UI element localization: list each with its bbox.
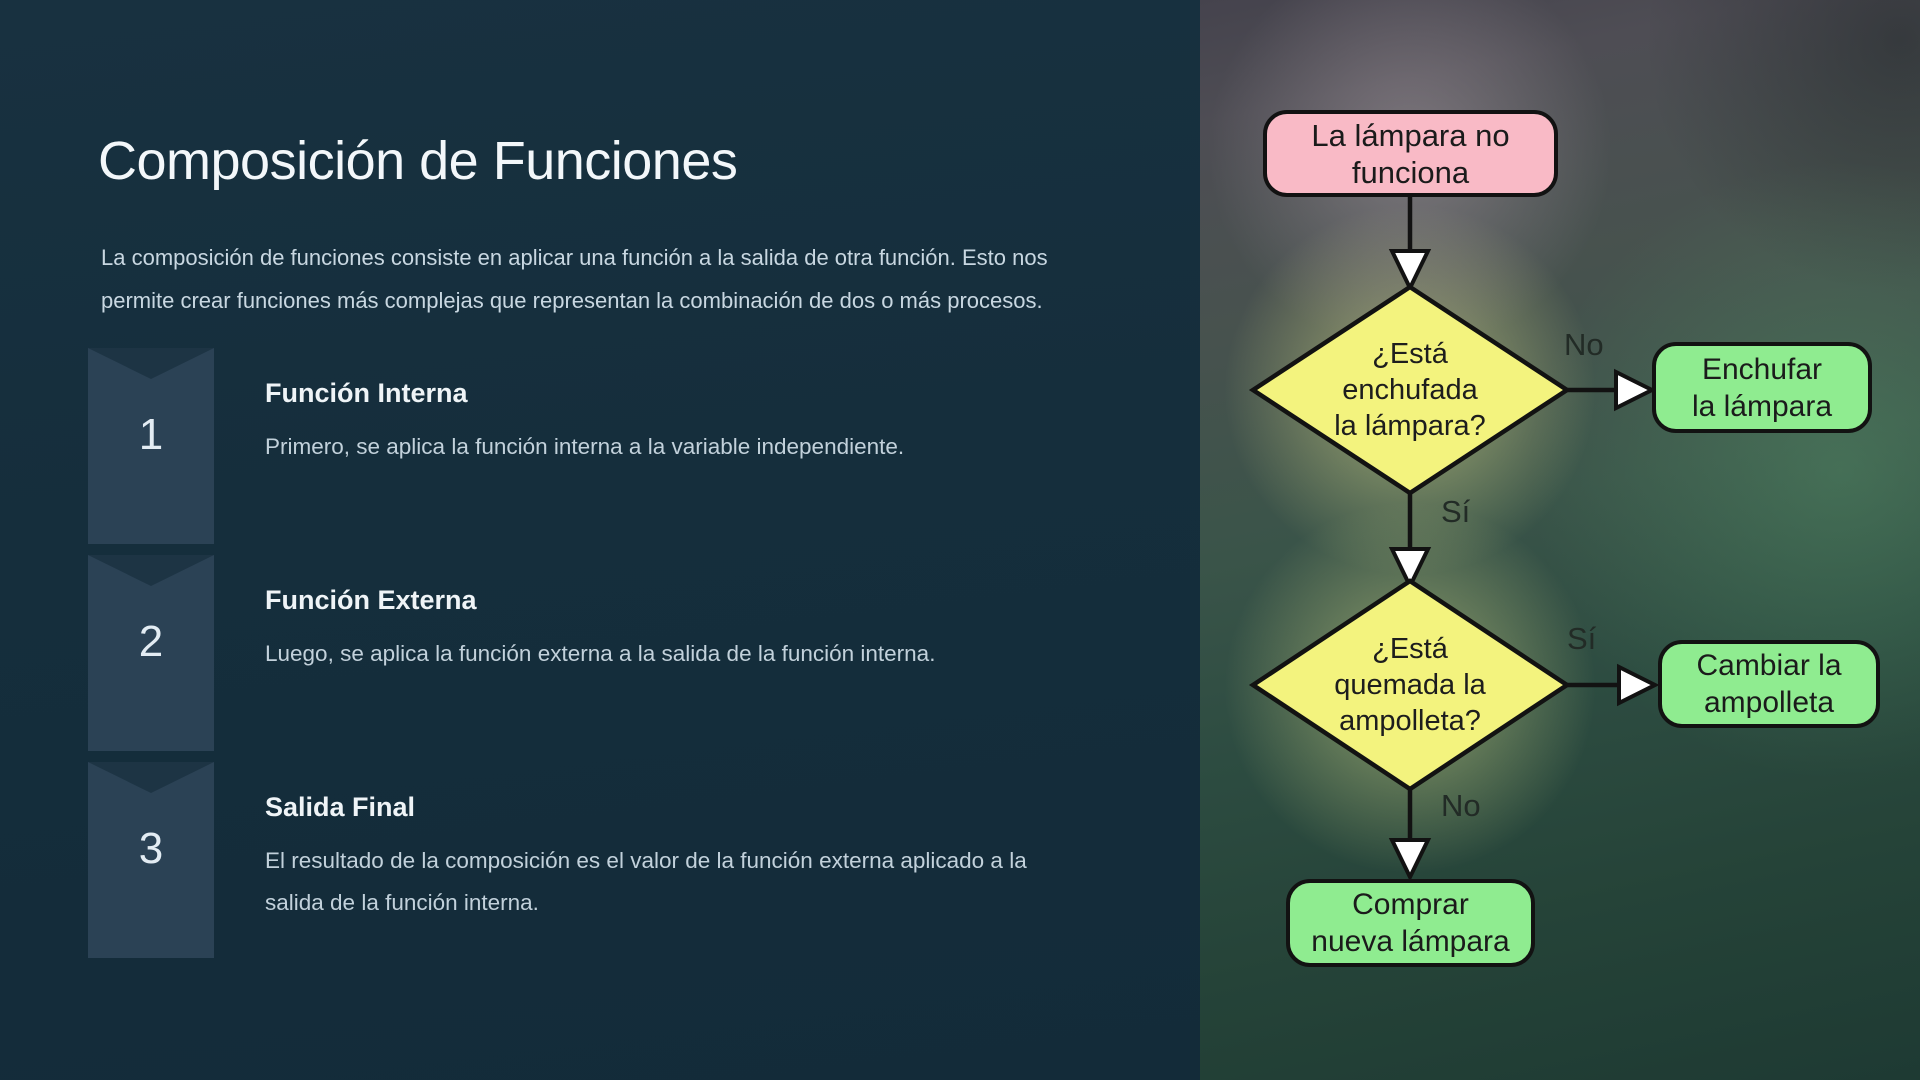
node-text-line: quemada la (1334, 669, 1486, 701)
flowchart-connectors (1248, 197, 1660, 882)
branch-label-no: No (1441, 788, 1481, 823)
node-text-line: nueva lámpara (1311, 925, 1510, 958)
step-description-line: Primero, se aplica la función interna a … (265, 434, 905, 459)
node-text-line: ampolleta (1703, 686, 1835, 719)
intro-paragraph: La composición de funciones consiste en … (101, 237, 1161, 322)
node-text-line: ampolleta? (1339, 705, 1481, 737)
decision2-text: ¿Está quemada la ampolleta? (1300, 631, 1520, 739)
flowchart-start-node: La lámpara no funciona (1263, 110, 1558, 197)
flowchart-action1-node: Enchufar la lámpara (1652, 342, 1872, 433)
node-text-line: la lámpara (1691, 389, 1833, 423)
step-number-badge: 1 (88, 348, 214, 544)
step-number: 3 (138, 824, 164, 873)
node-text-line: La lámpara no (1311, 117, 1510, 153)
step-title: Función Externa (265, 585, 477, 615)
step-title: Función Interna (265, 378, 468, 408)
step-text: Salida Final El resultado de la composic… (265, 762, 1125, 924)
step-item-1: 1 Función Interna Primero, se aplica la … (88, 348, 1148, 544)
intro-line: permite crear funciones más complejas qu… (101, 287, 1043, 313)
page-title: Composición de Funciones (98, 131, 738, 191)
arrowhead-down-icon (1388, 547, 1432, 591)
decision1-text: ¿Está enchufada la lámpara? (1300, 336, 1520, 444)
node-text-line: enchufada (1342, 374, 1478, 406)
step-description-line: El resultado de la composición es el val… (265, 848, 1027, 873)
arrowhead-down-icon (1388, 838, 1432, 882)
step-text: Función Interna Primero, se aplica la fu… (265, 348, 1125, 468)
node-text-line: la lámpara? (1334, 410, 1486, 442)
step-item-3: 3 Salida Final El resultado de la compos… (88, 762, 1148, 958)
step-description: Luego, se aplica la función externa a la… (265, 633, 1085, 675)
flowchart-action3-node: Comprar nueva lámpara (1286, 879, 1535, 967)
branch-label-yes: Sí (1567, 621, 1597, 656)
flowchart-action2-node: Cambiar la ampolleta (1658, 640, 1880, 728)
step-item-2: 2 Función Externa Luego, se aplica la fu… (88, 555, 1148, 751)
content-panel: Composición de Funciones La composición … (0, 0, 1200, 1080)
arrowhead-down-icon (1388, 249, 1432, 293)
step-description: Primero, se aplica la función interna a … (265, 426, 1085, 468)
node-text-line: ¿Está (1372, 633, 1448, 665)
arrowhead-right-icon (1617, 663, 1660, 707)
step-text: Función Externa Luego, se aplica la func… (265, 555, 1125, 675)
step-number: 2 (138, 617, 164, 666)
node-text-line: funciona (1351, 154, 1470, 190)
step-description: El resultado de la composición es el val… (265, 840, 1085, 924)
node-text-line: ¿Está (1372, 338, 1448, 370)
node-text-line: Comprar (1352, 888, 1469, 921)
node-text-line: Enchufar (1701, 352, 1823, 386)
step-title: Salida Final (265, 792, 416, 822)
step-number: 1 (138, 410, 164, 459)
step-number-badge: 3 (88, 762, 214, 958)
branch-label-yes: Sí (1441, 494, 1471, 529)
step-description-line: salida de la función interna. (265, 890, 539, 915)
flowchart-panel: La lámpara no funciona ¿Está enchufada l… (1200, 0, 1920, 1080)
step-number-badge: 2 (88, 555, 214, 751)
intro-line: La composición de funciones consiste en … (101, 245, 1048, 270)
branch-label-no: No (1564, 327, 1604, 362)
arrowhead-right-icon (1614, 368, 1657, 412)
node-text-line: Cambiar la (1696, 649, 1842, 682)
step-description-line: Luego, se aplica la función externa a la… (265, 641, 936, 666)
